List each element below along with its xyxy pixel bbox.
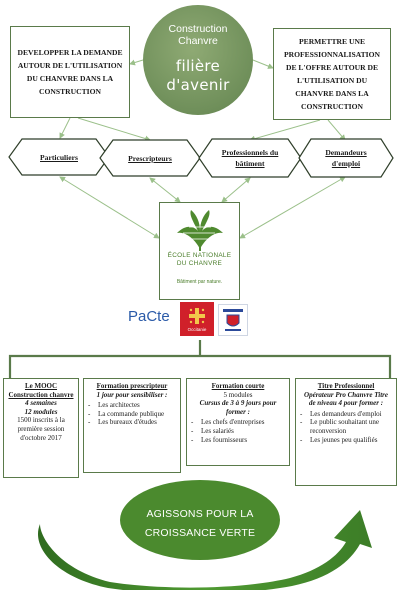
list-item: Le public souhaitant une reconversion xyxy=(300,418,392,435)
list-item: Les architectes xyxy=(88,401,176,410)
mooc-weeks: 4 semaines xyxy=(25,399,57,408)
goal-demand-text: DEVELOPPER LA DEMANDE AUTOUR DE L'UTILIS… xyxy=(17,48,123,96)
list-item: Les fournisseurs xyxy=(191,436,285,445)
connector-tr-professionnels xyxy=(249,119,321,142)
titre-pro-subtitle: Opérateur Pro Chanvre Titre de niveau 4 … xyxy=(304,390,388,408)
goal-offer-box: PERMETTRE UNE PROFESSIONNALISATION DE L'… xyxy=(273,28,391,120)
audience-professionnels: Professionnels du bâtiment xyxy=(198,138,302,178)
mooc-box: Le MOOC Construction chanvre 4 semaines … xyxy=(3,378,79,478)
formation-courte-box: Formation courte 5 modules Cursus de 3 à… xyxy=(186,378,290,466)
ecole-nationale-chanvre-logo: ÉCOLE NATIONALE DU CHANVRE Bâtiment par … xyxy=(159,202,240,300)
logo-line2: DU CHANVRE xyxy=(176,260,223,267)
mooc-modules: 12 modules xyxy=(24,407,58,416)
connector-circle-left xyxy=(129,59,144,66)
connector-tl-prescripteurs xyxy=(77,117,151,142)
courte-list: Les chefs d'entreprises Les salariés Les… xyxy=(191,418,285,444)
audience-demandeurs: Demandeurs d'emploi xyxy=(298,138,394,178)
connector-prescripteurs-logo xyxy=(149,177,181,203)
pacte-logo: PaCte xyxy=(128,306,176,328)
courte-subtitle: Cursus de 3 à 9 jours pour former : xyxy=(199,399,277,416)
titre-pro-title: Titre Professionnel xyxy=(317,382,375,390)
list-item: La commande publique xyxy=(88,410,176,419)
prescripteur-list: Les architectes La commande publique Les… xyxy=(88,401,176,427)
program-bracket xyxy=(8,354,392,378)
circle-title-line1: Construction xyxy=(168,23,228,35)
titre-pro-list: Les demandeurs d'emploi Le public souhai… xyxy=(300,410,392,444)
circle-subtitle-line2: d'avenir xyxy=(166,76,230,94)
list-item: Les chefs d'entreprises xyxy=(191,418,285,427)
occitanie-logo: Occitanie xyxy=(180,302,214,336)
courte-modules: 5 modules xyxy=(223,390,253,399)
growth-arrow xyxy=(38,480,372,590)
circle-subtitle-line1: filière xyxy=(175,57,221,75)
audience-label: Prescripteurs xyxy=(128,153,172,163)
hexagon-shape xyxy=(8,138,110,176)
goal-offer-text: PERMETTRE UNE PROFESSIONNALISATION DE L'… xyxy=(283,37,381,111)
occitanie-label: Occitanie xyxy=(187,327,207,332)
prescripteur-title: Formation prescripteur xyxy=(96,382,168,390)
audience-prescripteurs: Prescripteurs xyxy=(99,139,201,177)
circle-title-line2: Chanvre xyxy=(178,35,218,47)
arrow-text-line2: CROISSANCE VERTE xyxy=(144,527,256,539)
occitanie-cross-icon xyxy=(189,308,205,324)
audience-particuliers: Particuliers xyxy=(8,138,110,176)
hexagon-shape xyxy=(198,138,302,178)
list-item: Les salariés xyxy=(191,427,285,436)
connector-tl-particuliers xyxy=(59,117,71,139)
arrow-text-line1: AGISSONS POUR LA xyxy=(146,508,254,520)
courte-title: Formation courte xyxy=(211,382,265,390)
list-item: Les jeunes peu qualifiés xyxy=(300,436,392,445)
formation-prescripteur-box: Formation prescripteur 1 jour pour sensi… xyxy=(83,378,181,473)
list-item: Les bureaux d'études xyxy=(88,418,176,427)
connector-particuliers-logo xyxy=(59,176,160,239)
audience-label: Demandeurs d'emploi xyxy=(325,148,367,168)
logo-line1: ÉCOLE NATIONALE xyxy=(167,252,232,259)
growth-arrow-text: AGISSONS POUR LA CROISSANCE VERTE xyxy=(125,505,275,543)
connector-professionnels-logo xyxy=(221,177,251,203)
mooc-title: Le MOOC Construction chanvre xyxy=(8,382,74,399)
connector-circle-right xyxy=(252,59,274,69)
crest-logo xyxy=(218,304,248,336)
list-item: Les demandeurs d'emploi xyxy=(300,410,392,419)
audience-label: Particuliers xyxy=(40,152,78,162)
titre-professionnel-box: Titre Professionnel Opérateur Pro Chanvr… xyxy=(295,378,397,486)
hemp-leaf-icon xyxy=(177,210,223,251)
hexagon-shape xyxy=(298,138,394,178)
growth-arrow-center xyxy=(120,480,280,560)
logo-tagline: Bâtiment par nature. xyxy=(176,279,223,285)
construction-chanvre-circle: Construction Chanvre filière d'avenir xyxy=(143,5,253,115)
hexagon-shape xyxy=(99,139,201,177)
pacte-logo-text: PaCte xyxy=(128,308,170,325)
prescripteur-subtitle: 1 jour pour sensibiliser : xyxy=(96,390,168,399)
crest-icon xyxy=(223,309,243,331)
audience-label: Professionnels du bâtiment xyxy=(221,148,279,168)
mooc-stats: 1500 inscrits à la première session d'oc… xyxy=(17,416,65,442)
connector-tr-demandeurs xyxy=(327,119,346,141)
connector-demandeurs-logo xyxy=(239,176,346,239)
goal-demand-box: DEVELOPPER LA DEMANDE AUTOUR DE L'UTILIS… xyxy=(10,26,130,118)
